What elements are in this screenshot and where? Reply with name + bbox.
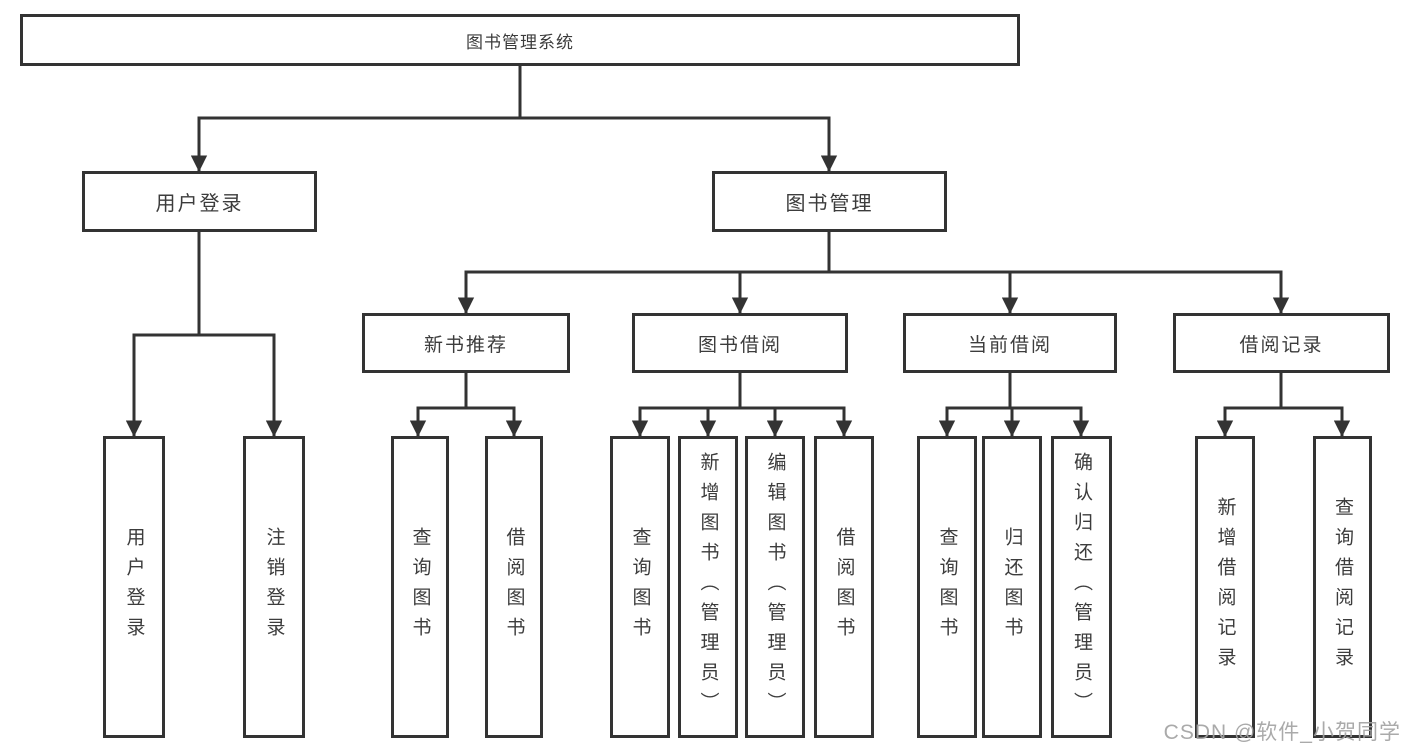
node-user-login-label: 用户登录 <box>155 193 244 215</box>
node-user-login: 用户登录 <box>82 171 317 232</box>
connector-borrow-records-subtree <box>1216 373 1351 437</box>
leaf-cb-confirm-return-admin-label: 确认归还（管理员） <box>1071 452 1092 722</box>
leaf-bb-edit-books-admin: 编辑图书（管理员） <box>745 436 805 738</box>
node-current-borrow: 当前借阅 <box>903 313 1117 373</box>
leaf-bb-query-books-label: 查询图书 <box>629 527 651 647</box>
leaf-cb-query-books: 查询图书 <box>917 436 977 738</box>
node-new-book-rec-label: 新书推荐 <box>423 334 508 356</box>
leaf-nb-borrow-books: 借阅图书 <box>485 436 543 738</box>
leaf-cb-query-books-label: 查询图书 <box>936 527 958 647</box>
connector-new-book-rec-subtree <box>409 373 523 437</box>
leaf-bb-borrow-books: 借阅图书 <box>814 436 874 738</box>
leaf-logout: 注销登录 <box>243 436 305 738</box>
connector-root-to-level2 <box>190 66 838 172</box>
leaf-nb-query-books-label: 查询图书 <box>409 527 431 647</box>
leaf-cb-return-books: 归还图书 <box>982 436 1042 738</box>
leaf-user-login-label: 用户登录 <box>123 527 145 647</box>
leaf-bb-add-books-admin: 新增图书（管理员） <box>678 436 738 738</box>
leaf-cb-confirm-return-admin: 确认归还（管理员） <box>1051 436 1112 738</box>
node-borrow-records: 借阅记录 <box>1173 313 1390 373</box>
leaf-br-query-record: 查询借阅记录 <box>1313 436 1372 738</box>
leaf-nb-query-books: 查询图书 <box>391 436 449 738</box>
csdn-watermark: CSDN @软件_小贺同学 <box>1163 721 1401 744</box>
node-current-borrow-label: 当前借阅 <box>967 334 1052 356</box>
node-borrow-records-label: 借阅记录 <box>1239 334 1324 356</box>
leaf-nb-borrow-books-label: 借阅图书 <box>503 527 525 647</box>
leaf-bb-edit-books-admin-label: 编辑图书（管理员） <box>764 452 786 722</box>
leaf-bb-borrow-books-label: 借阅图书 <box>833 527 855 647</box>
node-book-borrow-label: 图书借阅 <box>697 334 782 356</box>
leaf-br-add-record-label: 新增借阅记录 <box>1214 497 1236 677</box>
node-root: 图书管理系统 <box>20 14 1020 66</box>
node-book-mgmt: 图书管理 <box>712 171 947 232</box>
node-book-borrow: 图书借阅 <box>632 313 848 373</box>
node-new-book-rec: 新书推荐 <box>362 313 570 373</box>
node-book-mgmt-label: 图书管理 <box>785 193 874 215</box>
leaf-br-query-record-label: 查询借阅记录 <box>1332 497 1353 677</box>
leaf-bb-query-books: 查询图书 <box>610 436 670 738</box>
leaf-bb-add-books-admin-label: 新增图书（管理员） <box>697 452 719 722</box>
connector-book-mgmt-subtree <box>457 232 1290 314</box>
node-root-label: 图书管理系统 <box>466 32 574 52</box>
connector-current-borrow-subtree <box>938 373 1090 437</box>
leaf-cb-return-books-label: 归还图书 <box>1001 527 1023 647</box>
connector-book-borrow-subtree <box>631 373 853 437</box>
connector-user-login-subtree <box>125 232 283 437</box>
leaf-br-add-record: 新增借阅记录 <box>1195 436 1255 738</box>
leaf-user-login: 用户登录 <box>103 436 165 738</box>
leaf-logout-label: 注销登录 <box>263 527 285 647</box>
